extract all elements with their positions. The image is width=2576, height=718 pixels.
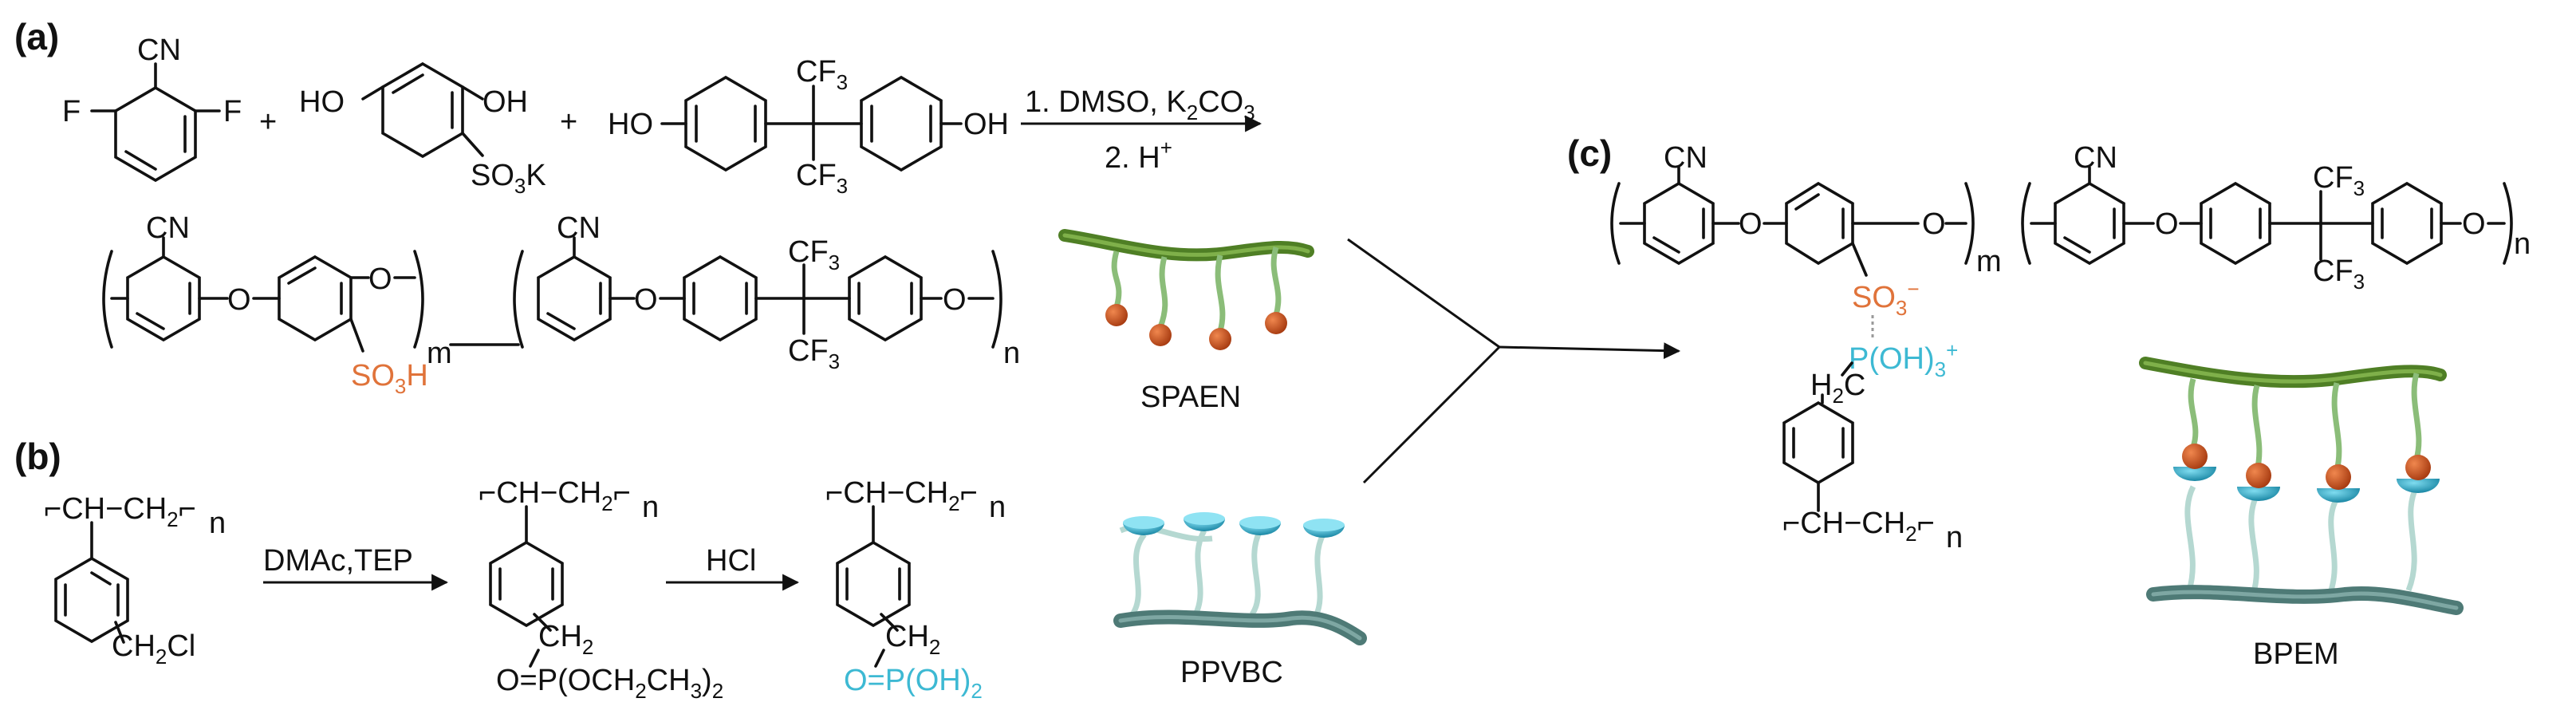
fluoro-left-label: F <box>62 95 81 128</box>
subscript-n: n <box>1003 337 1020 370</box>
subscript-n-b3: n <box>989 491 1006 524</box>
merge-line-top <box>1347 238 1500 349</box>
condition-2: 2. H+ <box>1105 136 1172 175</box>
cf3-bottom-product: CF3 <box>788 334 840 373</box>
merge-arrow <box>1499 342 1681 360</box>
cn-label-product: CN <box>146 211 190 245</box>
c-subscript-n: n <box>2514 227 2531 261</box>
c-ether-o-1: O <box>1739 207 1763 241</box>
backbone-label-2: ⌐CH−CH2⌐ <box>479 476 631 515</box>
c-ether-o-4: O <box>2462 207 2486 241</box>
monomer-difluorobenzonitrile: CN F F <box>62 34 242 183</box>
cf3-bottom-label: CF3 <box>796 159 848 198</box>
ether-o-1: O <box>227 283 251 317</box>
monomer-sulfohydroquinone: HO OH SO3K <box>299 61 546 198</box>
spaen-cartoon: SPAEN <box>1058 229 1314 414</box>
step2-label: HCl <box>706 544 756 578</box>
plus-sign-1: + <box>259 105 277 139</box>
c-subscript-n2: n <box>1946 521 1963 554</box>
ether-o-2: O <box>368 262 392 296</box>
c-backbone-label: ⌐CH−CH2⌐ <box>1782 507 1935 546</box>
ch2cl-label: CH2Cl <box>112 629 195 669</box>
backbone-label-1: ⌐CH−CH2⌐ <box>44 492 196 531</box>
subscript-n-b1: n <box>209 507 226 540</box>
c-ether-o-3: O <box>2155 207 2179 241</box>
c-cf3-top: CF3 <box>2313 161 2365 200</box>
ch2-label-b3: CH2 <box>885 620 940 659</box>
bpem-label: BPEM <box>2253 637 2339 671</box>
fluoro-right-label: F <box>223 95 242 128</box>
monomer-bisphenol-af: HO OH CF3 CF3 <box>608 55 1009 198</box>
c-ether-o-2: O <box>1922 207 1946 241</box>
cn-label: CN <box>137 34 181 67</box>
c-cn-label-1: CN <box>1664 141 1707 175</box>
spaen-label: SPAEN <box>1140 381 1241 414</box>
ch2-label-b2: CH2 <box>538 620 593 659</box>
backbone-label-3: ⌐CH−CH2⌐ <box>825 476 978 515</box>
polymer-ppvbc: ⌐CH−CH2⌐ n CH2 O=P(OH)2 <box>825 476 1006 703</box>
so3k-label: SO3K <box>471 159 546 198</box>
panel-label-b: (b) <box>14 436 61 477</box>
hydroxy-right-label-2: OH <box>963 108 1009 141</box>
panel-label-c: (c) <box>1567 132 1612 174</box>
so3h-label: SO3H <box>351 359 428 398</box>
spaen-structure: CN O O m SO3H CN O CF3 CF3 O <box>102 211 1020 398</box>
cf3-top-label: CF3 <box>796 55 848 94</box>
step1-label: DMAc,TEP <box>263 544 413 578</box>
hydroxy-left-label-2: HO <box>608 108 653 141</box>
c-cf3-bottom: CF3 <box>2313 254 2365 294</box>
ether-o-3: O <box>634 283 658 317</box>
bpem-structure: CN O O m CN O CF3 CF3 O <box>1610 141 2531 554</box>
ppvbc-cartoon: PPVBC <box>1113 512 1367 689</box>
polymer-phosphonate-ester: ⌐CH−CH2⌐ n CH2 O=P(OCH2CH3)2 <box>479 476 723 703</box>
phosphonate-ester-label: O=P(OCH2CH3)2 <box>496 664 723 703</box>
phosphonic-acid-label: O=P(OH)2 <box>844 664 983 703</box>
merge-line-bottom <box>1362 345 1501 484</box>
c-cn-label-2: CN <box>2074 141 2117 175</box>
c-h2c-label: H2C <box>1810 369 1865 408</box>
subscript-m: m <box>427 337 452 370</box>
ether-o-4: O <box>943 283 967 317</box>
bpem-cartoon: BPEM <box>2139 357 2464 671</box>
condition-1: 1. DMSO, K2CO3 <box>1025 85 1255 124</box>
subscript-n-b2: n <box>642 491 659 524</box>
cn-label-product-2: CN <box>557 211 601 245</box>
panel-label-a: (a) <box>14 16 59 57</box>
c-sulfonate-label: SO3− <box>1852 277 1920 320</box>
ppvbc-label: PPVBC <box>1180 656 1283 689</box>
plus-sign-2: + <box>560 105 577 139</box>
c-subscript-m: m <box>1976 245 2002 278</box>
hydroxy-left-label: HO <box>299 85 345 119</box>
polymer-pvbc: ⌐CH−CH2⌐ n CH2Cl <box>44 492 226 669</box>
cf3-top-product: CF3 <box>788 235 840 274</box>
hydroxy-right-label: OH <box>483 85 528 119</box>
